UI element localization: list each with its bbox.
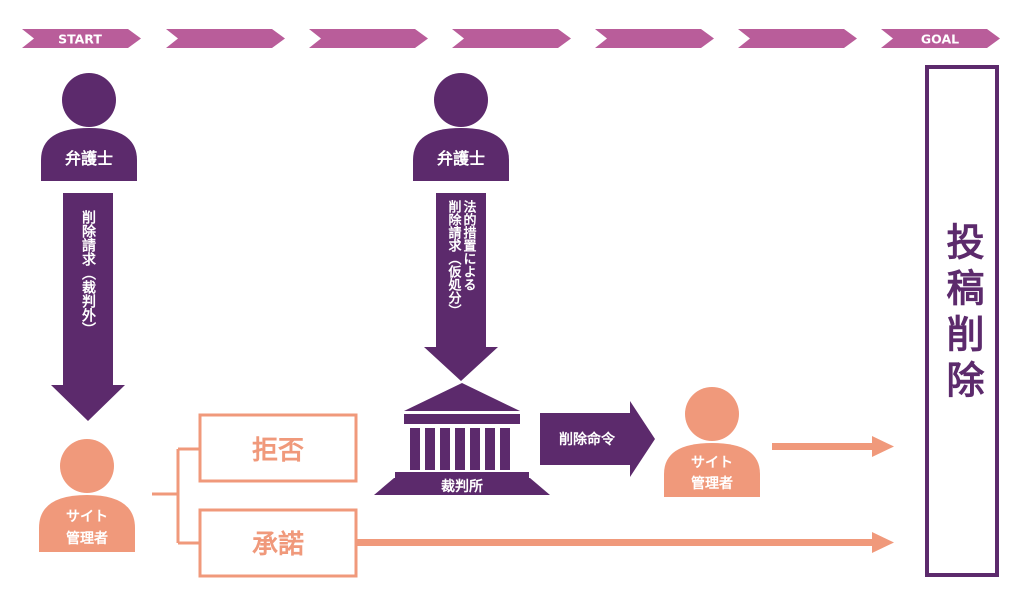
site-admin-left-icon — [39, 439, 135, 552]
court-label: 裁判所 — [441, 478, 483, 495]
timeline-start-label: START — [58, 32, 102, 47]
lawyer-left-icon — [41, 73, 137, 181]
timeline-step-2 — [166, 29, 285, 48]
timeline-step-7 — [881, 29, 1000, 48]
court-building-icon — [374, 383, 550, 495]
site-admin-right-line2: 管理者 — [691, 475, 733, 492]
request-arrow-left — [51, 193, 125, 421]
reject-label: 拒否 — [252, 436, 304, 466]
goal-box — [925, 65, 999, 577]
branch-connector — [152, 447, 200, 545]
request-arrow-center — [424, 193, 498, 381]
timeline-step-6 — [738, 29, 857, 48]
accept-box — [198, 508, 358, 578]
request-arrow-center-text-1: 法的措置による — [461, 199, 477, 291]
deletion-order-arrow — [540, 401, 655, 477]
accept-label: 承諾 — [252, 529, 304, 560]
lawyer-left-label: 弁護士 — [65, 149, 113, 168]
admin-to-goal-arrow — [772, 436, 894, 457]
timeline-step-1 — [22, 29, 141, 48]
request-arrow-left-text: 削除請求（裁判外） — [80, 209, 97, 336]
request-arrow-center-text-2: 削除請求（仮処分） — [446, 199, 463, 317]
timeline — [22, 29, 1000, 48]
timeline-goal-label: GOAL — [921, 32, 959, 47]
deletion-order-label: 削除命令 — [559, 431, 616, 448]
site-admin-right-icon — [664, 387, 760, 497]
timeline-step-4 — [452, 29, 571, 48]
site-admin-left-line1: サイト — [66, 509, 108, 525]
lawyer-center-label: 弁護士 — [437, 149, 485, 168]
reject-box — [198, 413, 358, 483]
site-admin-left-line2: 管理者 — [66, 530, 108, 547]
lawyer-center-icon — [413, 73, 509, 181]
accept-to-goal-arrow — [356, 532, 894, 553]
timeline-step-3 — [309, 29, 428, 48]
goal-box-label: 投稿削除 — [940, 222, 984, 406]
site-admin-right-line1: サイト — [691, 455, 733, 471]
timeline-step-5 — [595, 29, 714, 48]
